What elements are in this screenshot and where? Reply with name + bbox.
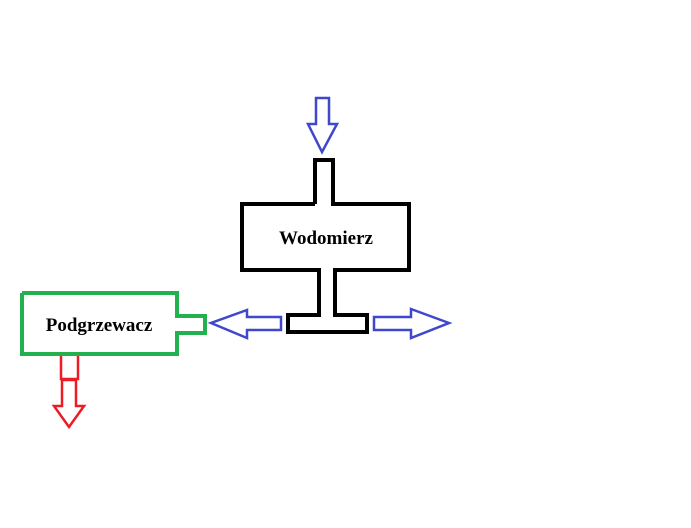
heater: Podgrzewacz — [20, 291, 207, 356]
heater-outlet-pipe — [59, 356, 80, 381]
to-heater-arrow-icon — [207, 308, 283, 340]
heater-body — [20, 291, 207, 356]
water-meter-label: Wodomierz — [279, 228, 373, 249]
water-meter: Wodomierz — [240, 158, 411, 334]
outflow-right-arrow-icon — [372, 307, 453, 340]
hot-out-arrow-icon — [51, 378, 87, 430]
heater-label: Podgrzewacz — [46, 315, 153, 336]
inflow-arrow-icon — [305, 96, 340, 155]
water-meter-body — [240, 158, 411, 334]
